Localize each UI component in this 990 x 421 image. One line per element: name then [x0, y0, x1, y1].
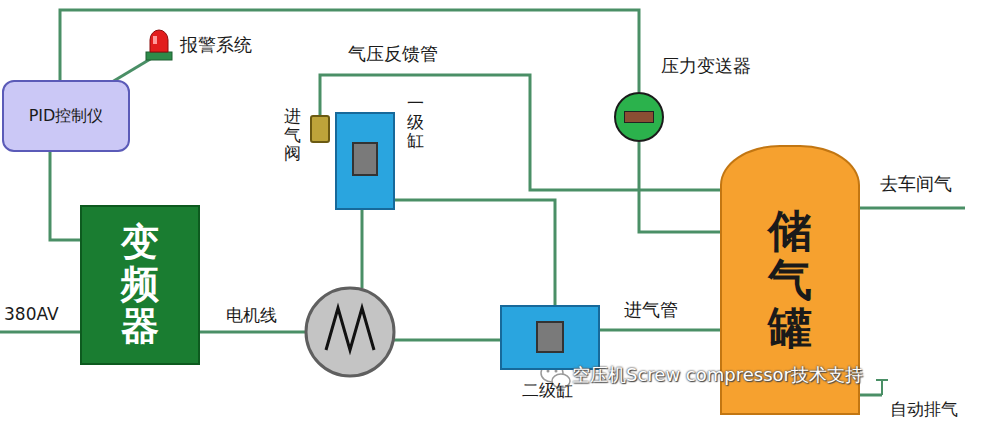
alarm-wire	[112, 58, 152, 82]
first-stage-cylinder: 一级缸	[335, 112, 395, 210]
second-stage-cylinder: 二级缸	[500, 305, 600, 370]
drain-label: 自动排气	[890, 398, 958, 421]
pipe-connector	[600, 329, 720, 332]
inverter-box: 变频器	[80, 205, 200, 365]
motor-shaft-line	[361, 210, 364, 288]
pipe-connector	[50, 152, 80, 240]
node-heading: 压力变送器	[661, 54, 751, 78]
pipe-connector	[395, 200, 555, 305]
inner-part	[624, 111, 654, 123]
outlet-pipe	[858, 207, 965, 210]
power-label: 380AV	[4, 304, 59, 324]
watermark: 空压机Screw compressor技术支持	[572, 363, 863, 387]
motor-shaft-line	[394, 339, 500, 342]
pipe-label: 气压反馈管	[346, 42, 440, 66]
controller-box: PID控制仪	[2, 80, 130, 152]
motor-cable	[200, 331, 306, 334]
pressure-transmitter: 压力变送器	[614, 92, 664, 142]
inner-part	[536, 321, 564, 353]
inner-part	[352, 142, 378, 176]
node-heading: 进气阀	[284, 107, 301, 163]
node-heading: 一级缸	[407, 94, 424, 150]
pipe-connector	[60, 10, 639, 92]
alarm-icon	[146, 30, 172, 60]
intake-valve: 进气阀	[310, 115, 330, 143]
node-heading: 二级缸	[522, 379, 573, 402]
motor-symbol	[306, 288, 394, 376]
power-input-wire	[0, 331, 80, 334]
outlet-label: 去车间气	[880, 172, 952, 196]
node-text: 变频器	[121, 222, 159, 347]
node-text: 储气罐	[768, 207, 812, 352]
alarm-label: 报警系统	[180, 33, 252, 57]
node-text: PID控制仪	[29, 106, 104, 127]
pipe-connector	[639, 142, 720, 232]
pipe-label: 进气管	[622, 298, 680, 322]
cable-label: 电机线	[226, 304, 277, 327]
